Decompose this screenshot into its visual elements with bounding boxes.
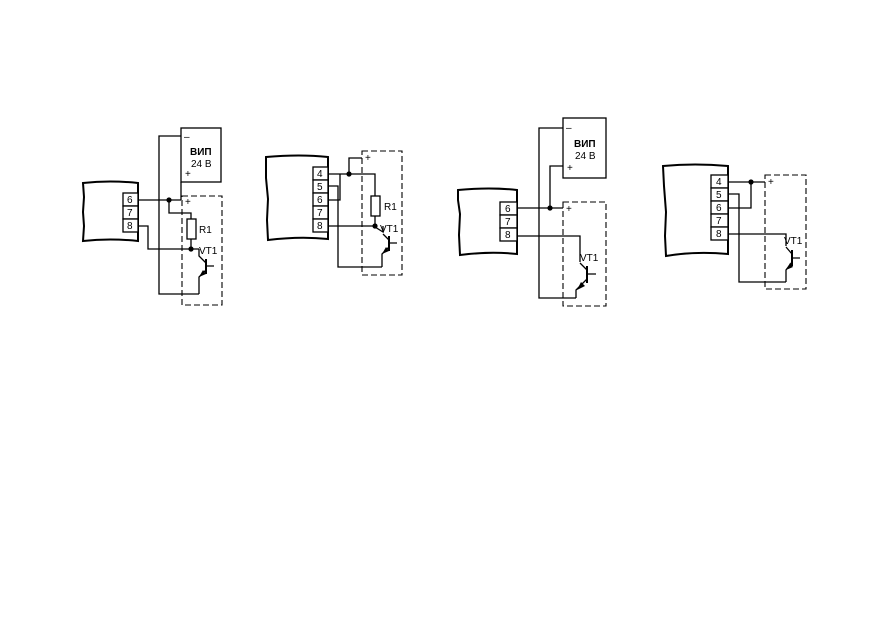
resistor [370, 195, 381, 217]
device-body [265, 154, 329, 242]
terminal-label: 8 [505, 230, 511, 241]
junction-dot [166, 197, 172, 203]
external-device-box [361, 150, 403, 276]
transistor-label: VT1 [580, 253, 599, 264]
terminal-label: 5 [716, 190, 722, 201]
supply-name: ВИП [574, 139, 596, 150]
supply-voltage: 24 В [191, 159, 212, 170]
plus-sign: + [365, 153, 371, 164]
power-supply [562, 117, 607, 179]
terminal-label: 5 [317, 182, 323, 193]
terminal-label: 6 [716, 203, 722, 214]
supply-name: ВИП [190, 147, 212, 158]
transistor [785, 246, 800, 282]
resistor-label: R1 [199, 225, 212, 236]
external-device-box [562, 201, 607, 307]
junction-dot [748, 179, 754, 185]
wire [328, 157, 384, 268]
terminal-label: 6 [317, 195, 323, 206]
supply-voltage: 24 В [575, 151, 596, 162]
diagram-2: 4 5 6 7 8 + R1 VT1 [265, 150, 403, 276]
resistor-label: R1 [384, 202, 397, 213]
supply-plus-sign: + [567, 163, 573, 174]
wire [517, 127, 581, 299]
device-body [81, 180, 139, 243]
junction-dot [346, 171, 352, 177]
diagram-3: 6 7 8 – ВИП 24 В + + VT1 [457, 117, 607, 307]
external-device-box [181, 195, 223, 306]
plus-sign: + [768, 177, 774, 188]
device-body [661, 163, 729, 258]
external-device-box [764, 174, 807, 290]
diagram-1: 6 7 8 – ВИП 24 В + + R1 VT1 [81, 127, 223, 306]
junction-dot [547, 205, 553, 211]
device-body [457, 187, 518, 257]
transistor-label: VT1 [380, 224, 399, 235]
terminal-label: 7 [127, 208, 133, 219]
wire [728, 181, 787, 283]
transistor [575, 262, 596, 298]
transistor [381, 233, 397, 267]
terminal-label: 7 [317, 208, 323, 219]
junction-dot [372, 223, 378, 229]
terminal-label: 8 [317, 221, 323, 232]
resistor [186, 218, 197, 240]
terminal-label: 6 [505, 204, 511, 215]
supply-minus-sign: – [184, 132, 190, 143]
terminal-label: 8 [127, 221, 133, 232]
power-supply [180, 127, 222, 183]
terminal-label: 7 [716, 216, 722, 227]
supply-plus-sign: + [185, 169, 191, 180]
supply-minus-sign: – [566, 123, 572, 134]
terminal-label: 7 [505, 217, 511, 228]
terminal-label: 8 [716, 229, 722, 240]
terminal-label: 6 [127, 195, 133, 206]
terminal-label: 4 [716, 177, 722, 188]
plus-sign: + [185, 197, 191, 208]
diagram-4: 4 5 6 7 8 + VT1 [661, 163, 807, 290]
transistor-label: VT1 [199, 246, 218, 257]
junction-dot [188, 246, 194, 252]
terminal-8 [499, 227, 518, 242]
terminal-label: 4 [317, 169, 323, 180]
transistor-label: VT1 [784, 236, 803, 247]
transistor [198, 249, 214, 294]
plus-sign: + [566, 204, 572, 215]
wire [138, 135, 199, 295]
